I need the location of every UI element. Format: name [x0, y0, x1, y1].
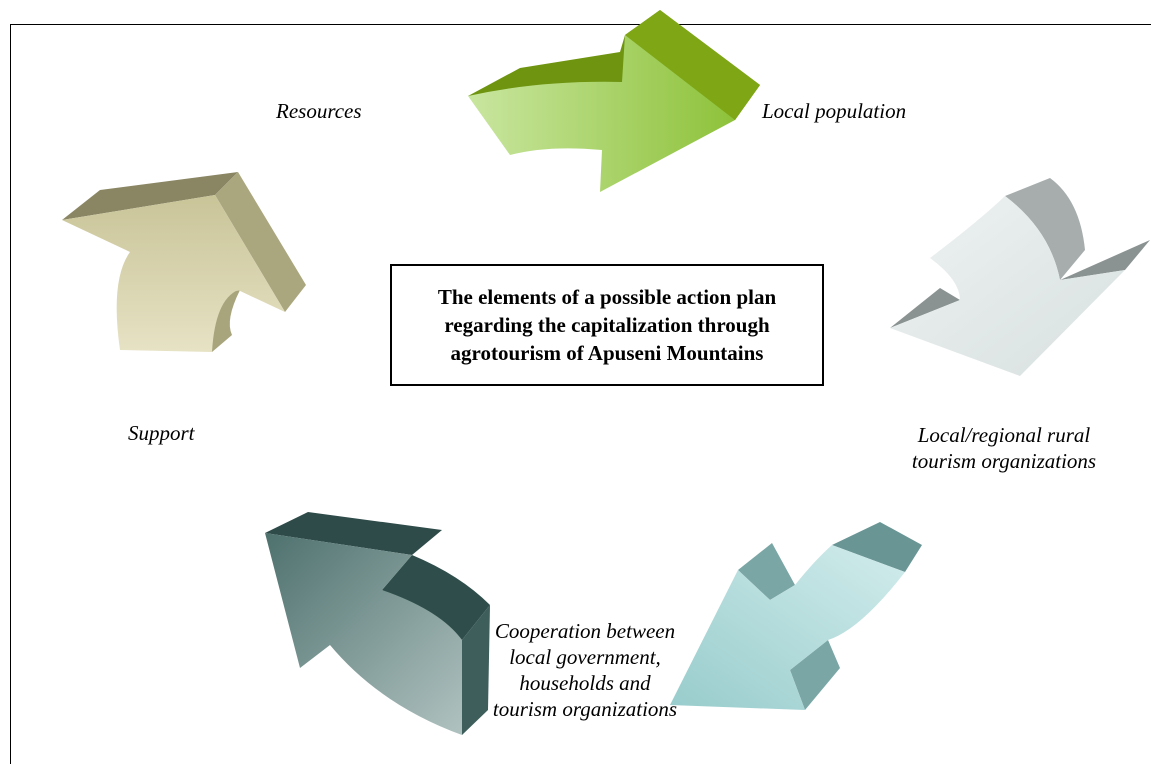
label-support: Support — [128, 421, 195, 445]
label-local-population: Local population — [762, 99, 907, 123]
label-cooperation-line-3: households and — [519, 671, 651, 695]
label-resources: Resources — [276, 99, 362, 123]
label-cooperation-line-1: Cooperation between — [494, 619, 676, 643]
diagram-frame — [10, 24, 1151, 764]
center-title: The elements of a possible action plan r… — [437, 285, 777, 365]
label-cooperation: Cooperation between local government, ho… — [470, 618, 700, 722]
label-rural-tourism-line-2: tourism organizations — [911, 449, 1097, 473]
left-arrow — [62, 172, 306, 352]
right-arrow — [890, 178, 1150, 376]
label-cooperation-line-4: tourism organizations — [492, 697, 678, 721]
label-cooperation-line-2: local government, — [509, 645, 661, 669]
label-rural-tourism-organizations: Local/regional rural tourism organizatio… — [888, 422, 1120, 474]
top-arrow — [468, 10, 760, 192]
bottom-left-arrow — [265, 512, 490, 735]
bottom-right-arrow — [670, 522, 922, 710]
center-title-box: The elements of a possible action plan r… — [390, 264, 824, 386]
label-rural-tourism-line-1: Local/regional rural — [917, 423, 1091, 447]
